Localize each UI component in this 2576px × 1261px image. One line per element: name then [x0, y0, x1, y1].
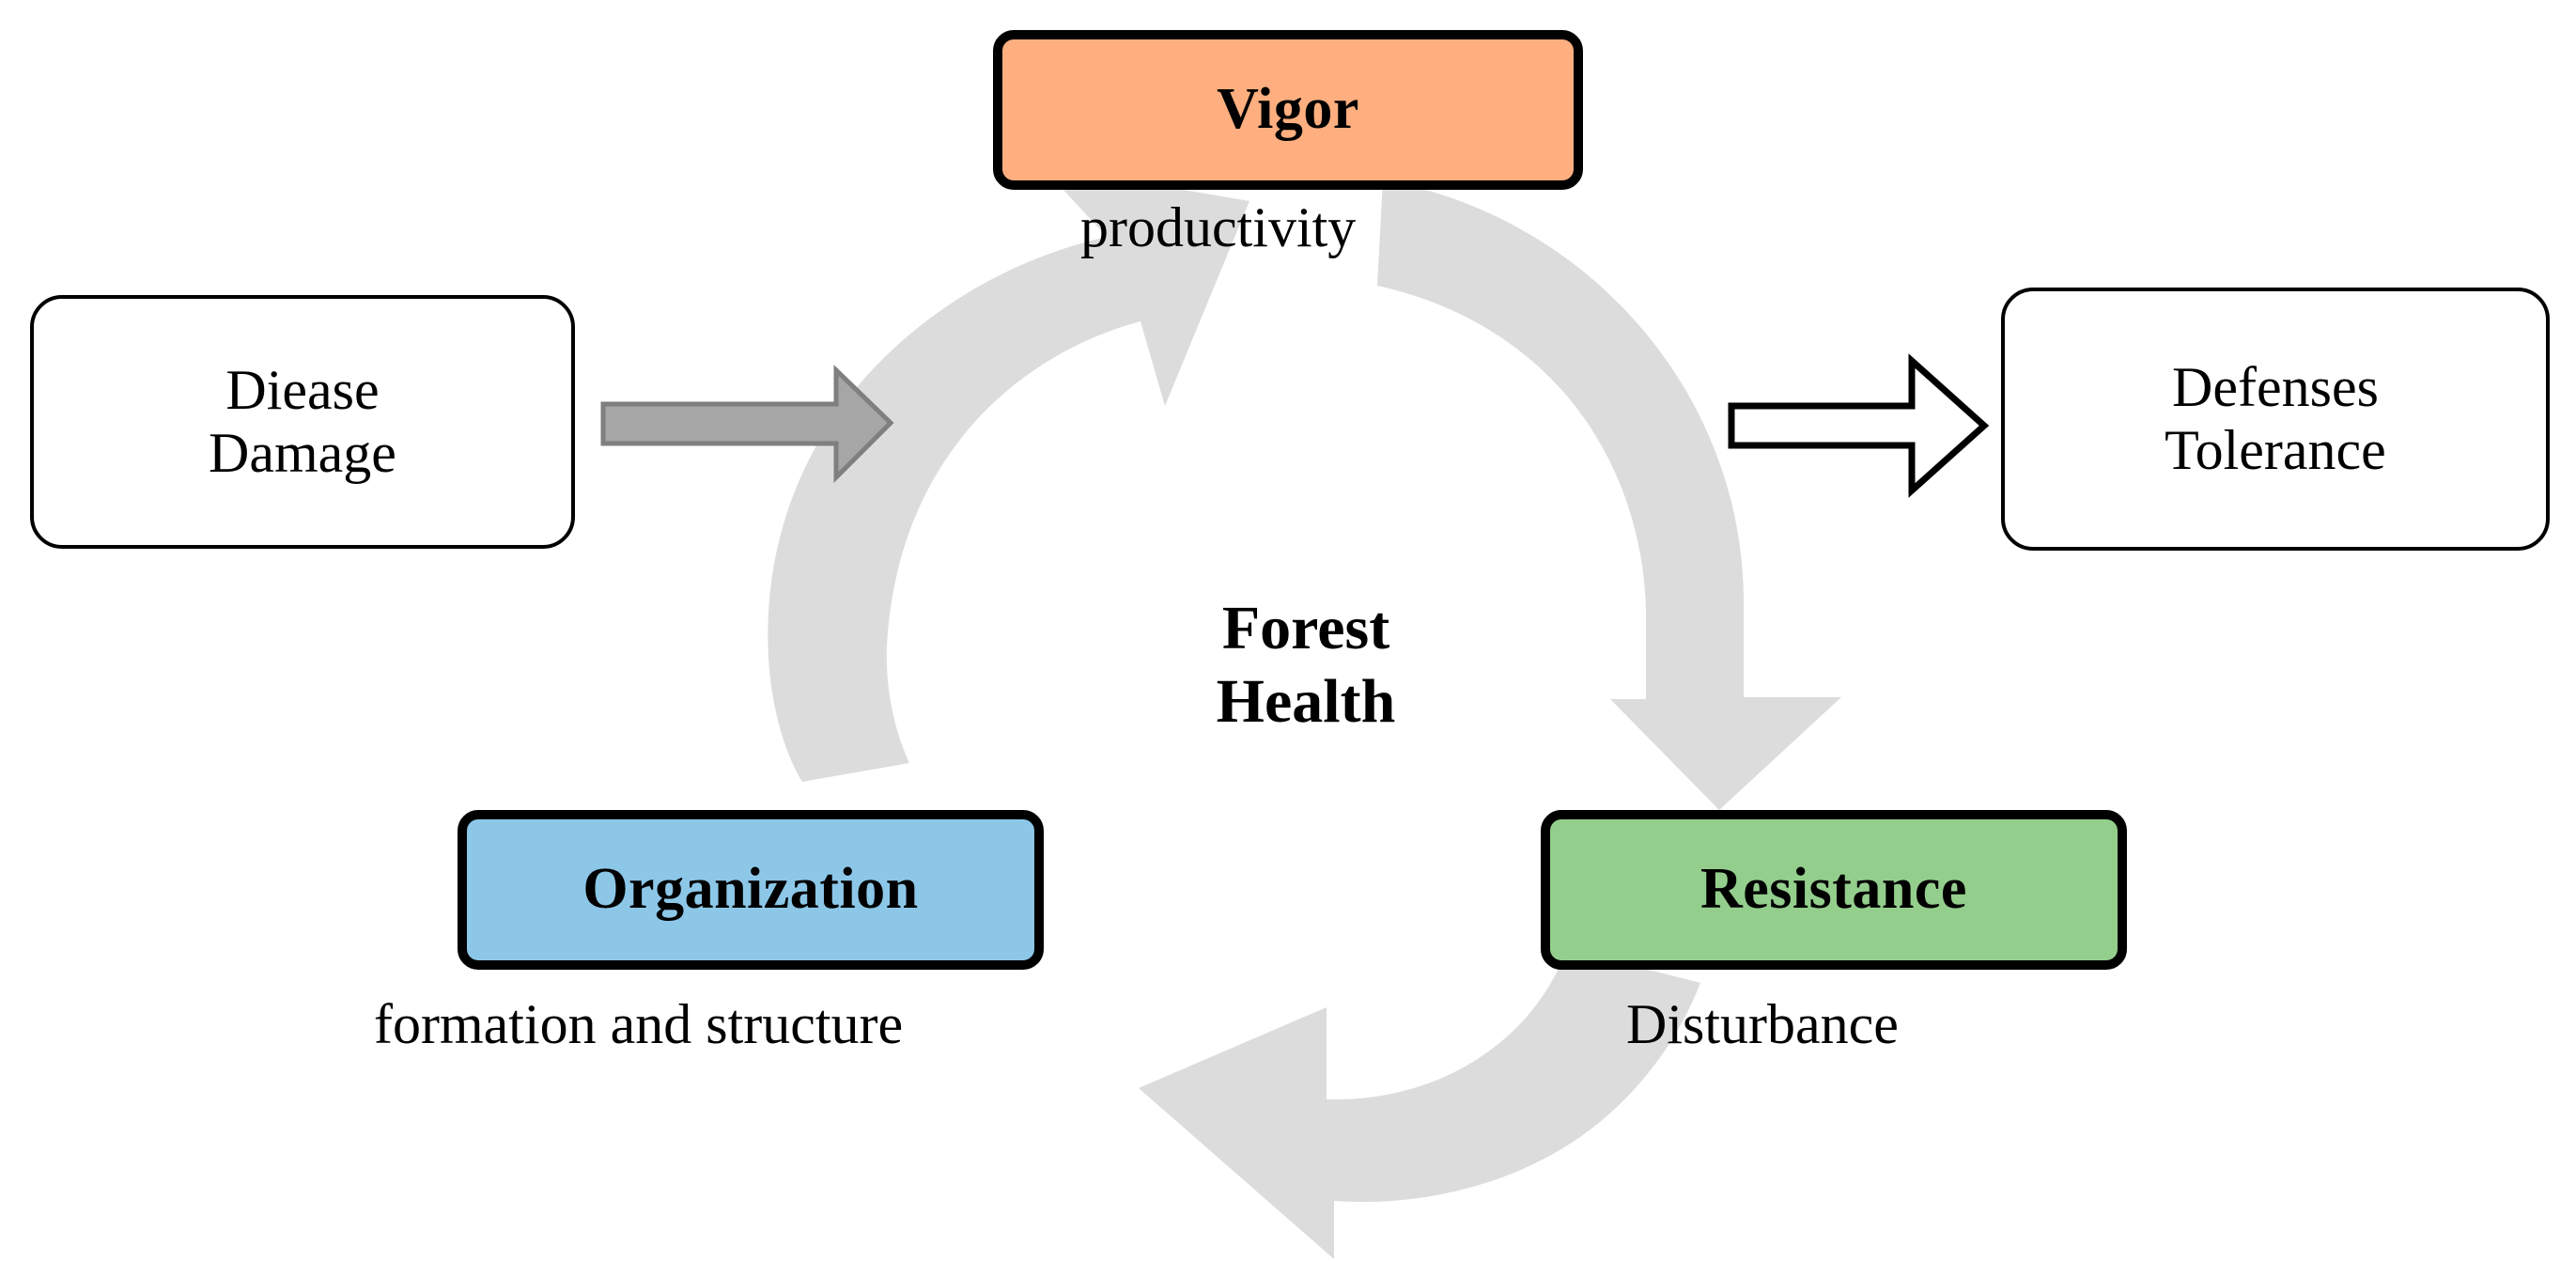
caption-formation-and-structure: formation and structure: [374, 993, 904, 1055]
caption-disturbance: Disturbance: [1626, 993, 1899, 1055]
node-vigor[interactable]: Vigor: [993, 30, 1583, 190]
node-resistance-label: Resistance: [1700, 857, 1967, 922]
output-hollow-arrow: [1728, 353, 1990, 498]
caption-productivity: productivity: [1080, 196, 1357, 258]
node-resistance[interactable]: Resistance: [1541, 810, 2127, 970]
center-title-forest-health: Forest Health: [1216, 594, 1396, 736]
node-defenses-tolerance[interactable]: Defenses Tolerance: [2001, 288, 2550, 551]
input-solid-arrow: [600, 365, 894, 484]
cycle-arc-right-arrow: [1377, 180, 1841, 810]
node-disease-damage[interactable]: Diease Damage: [30, 295, 575, 549]
cycle-arc-bottom-arrow: [1139, 949, 1700, 1259]
node-organization-label: Organization: [582, 857, 919, 922]
node-defenses-tolerance-label: Defenses Tolerance: [2165, 355, 2386, 481]
node-organization[interactable]: Organization: [458, 810, 1044, 970]
node-vigor-label: Vigor: [1217, 77, 1359, 142]
cycle-arc-left-arrow: [768, 165, 1249, 782]
node-disease-damage-label: Diease Damage: [209, 358, 396, 484]
